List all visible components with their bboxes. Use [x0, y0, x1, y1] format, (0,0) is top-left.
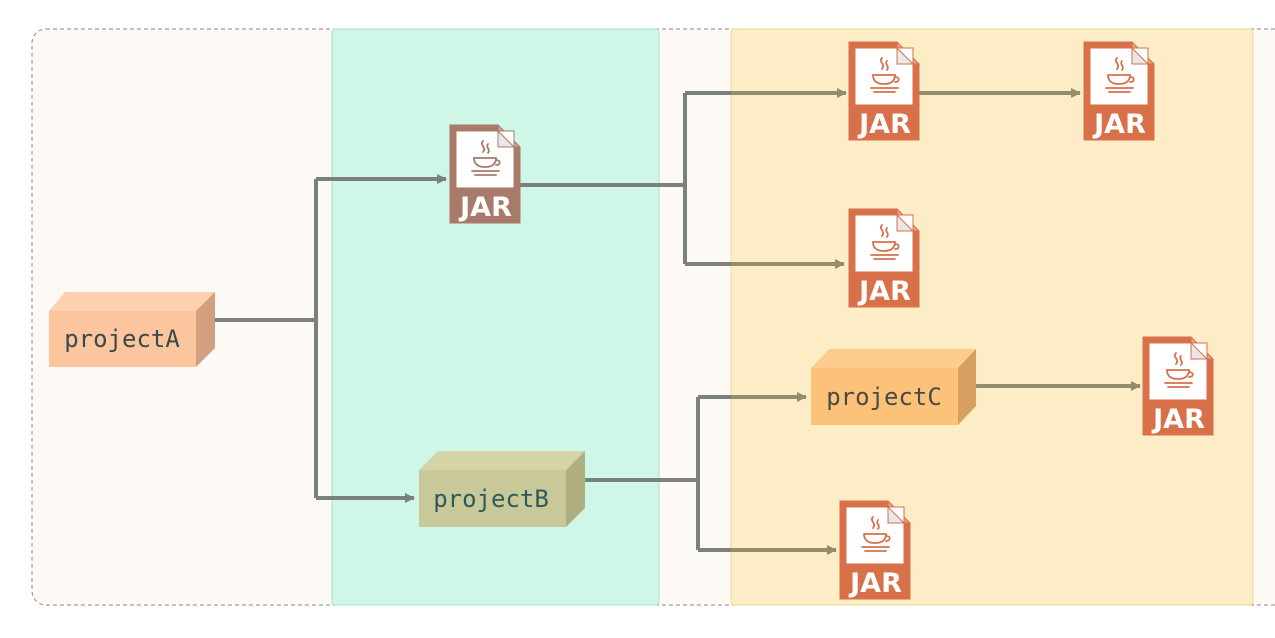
project-b-top	[419, 451, 585, 470]
project-c-node: projectC	[811, 349, 976, 425]
jar-file-icon: JAR	[848, 41, 920, 141]
jar-label: JAR	[1151, 404, 1205, 435]
project-c-label: projectC	[826, 383, 942, 411]
jar-file-icon: JAR	[1083, 41, 1155, 141]
project-a-top	[49, 292, 215, 311]
project-b-label: projectB	[433, 485, 549, 513]
connector-jar1	[520, 88, 847, 269]
jar-label: JAR	[848, 568, 902, 599]
transitive-dependency-zone	[730, 28, 1254, 606]
project-b-side	[566, 451, 585, 527]
project-b-front	[419, 470, 566, 527]
project-a-side	[196, 292, 215, 367]
jar-file-icon: JAR	[1142, 336, 1214, 436]
project-c-front	[811, 368, 958, 425]
project-a-front	[49, 311, 196, 367]
jar-file-icon: JAR	[839, 500, 911, 600]
jar-label: JAR	[1092, 109, 1146, 140]
jar-label: JAR	[857, 276, 911, 307]
jar-file-icon: JAR	[848, 208, 920, 308]
project-c-top	[811, 349, 976, 368]
connector-projectA	[215, 174, 447, 503]
connector-projectB	[585, 392, 837, 555]
project-a-node: projectA	[49, 292, 215, 367]
project-a-label: projectA	[64, 325, 180, 353]
project-c-side	[958, 349, 976, 425]
jar-file-icon: JAR	[449, 124, 521, 224]
project-b-node: projectB	[419, 451, 585, 527]
jar-label: JAR	[458, 192, 512, 223]
jar-label: JAR	[857, 109, 911, 140]
